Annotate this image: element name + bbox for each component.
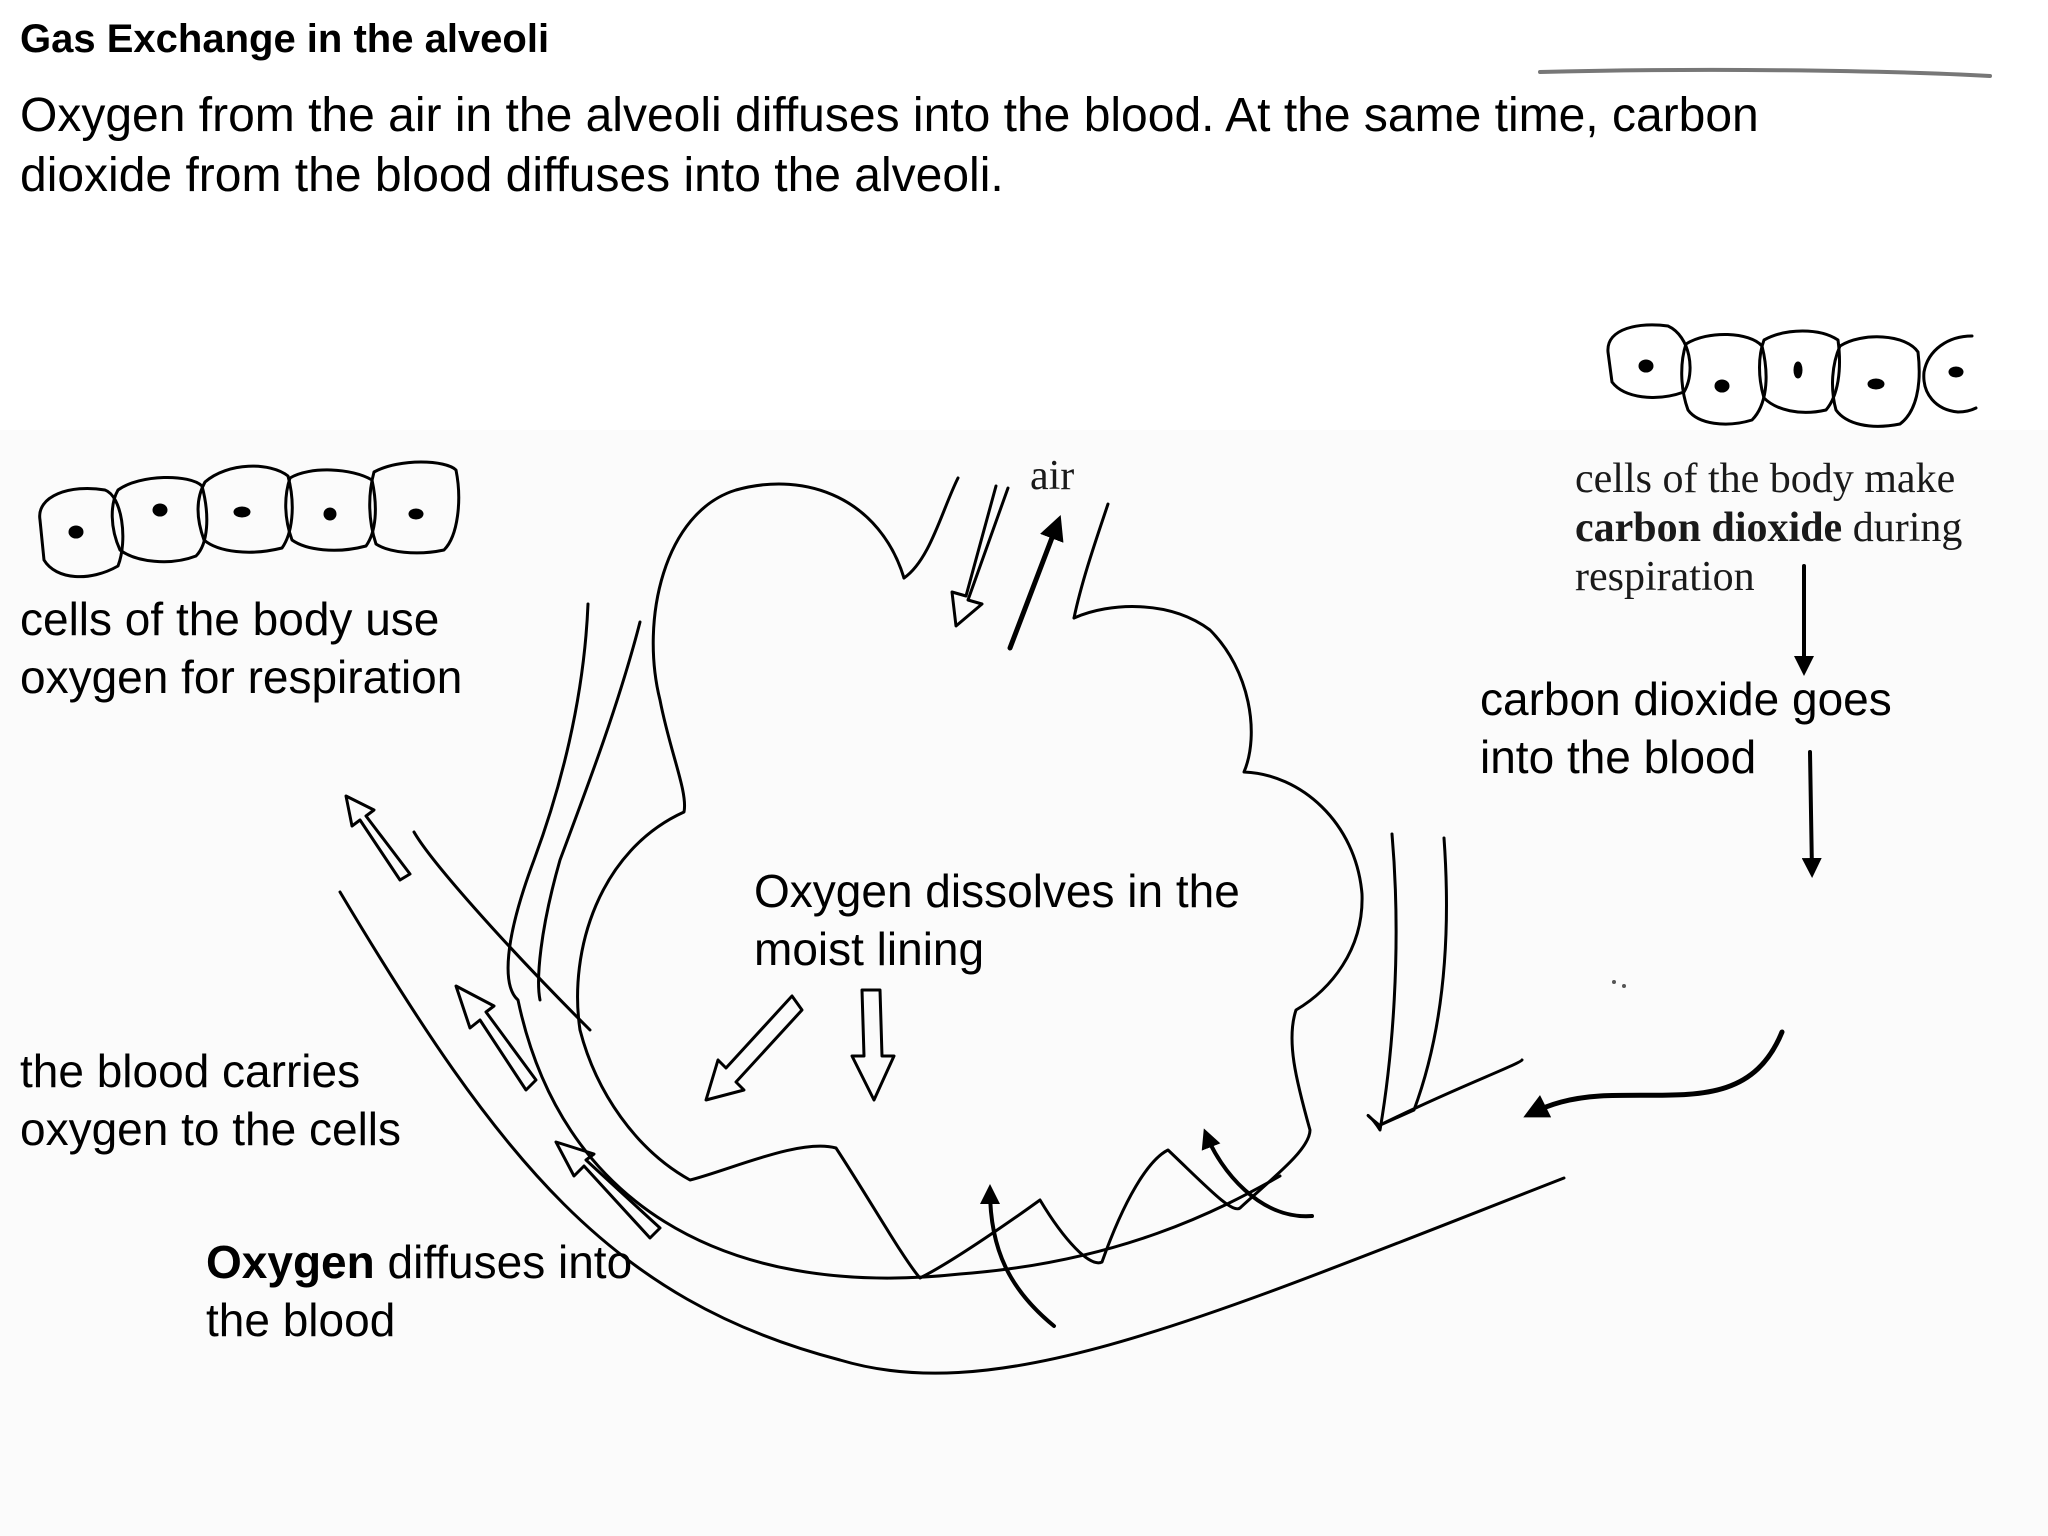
label-co2-into-blood: carbon dioxide goes into the blood [1480, 670, 1892, 787]
label-rest: diffuses into [374, 1236, 633, 1288]
hollow-arrow [454, 984, 538, 1092]
label-oxygen-dissolves: Oxygen dissolves in the moist lining [754, 862, 1240, 979]
hollow-arrow [704, 994, 804, 1102]
air-arrows [950, 484, 1064, 651]
label-line: respiration [1575, 554, 1755, 601]
label-blood-carries-oxygen: the blood carries oxygen to the cells [20, 1042, 401, 1159]
cell-nucleus [408, 508, 424, 520]
body-cell [368, 460, 461, 555]
body-cell [1680, 333, 1768, 426]
cell-nucleus [1867, 378, 1885, 390]
intro-line: dioxide from the blood diffuses into the… [20, 149, 1004, 202]
body-cells-right [1606, 323, 1978, 428]
blood-hollow-arrows [344, 794, 662, 1240]
label-line: moist lining [754, 923, 985, 976]
label-line: cells of the body make [1575, 456, 1956, 502]
label-cells-make-co2: cells of the body make carbon dioxide du… [1575, 455, 1962, 602]
label-line: oxygen for respiration [20, 651, 463, 704]
cell-nucleus [1948, 366, 1964, 378]
label-bold: carbon dioxide [1575, 505, 1843, 552]
body-cell [196, 464, 294, 554]
hollow-arrow [554, 1140, 662, 1240]
body-cell [284, 468, 377, 552]
co2-curved-arrows [980, 1029, 1785, 1328]
label-oxygen-diffuses: Oxygen diffuses into the blood [206, 1233, 632, 1350]
label-line: into the blood [1480, 731, 1757, 784]
label-line: the blood carries [20, 1045, 361, 1097]
cell-nucleus [1638, 359, 1654, 373]
label-cells-use-oxygen: cells of the body use oxygen for respira… [20, 590, 462, 707]
airway-wall-right [1072, 502, 1110, 620]
capillary-inner-wall [506, 602, 1282, 1280]
label-air: air [1030, 453, 1075, 499]
co2-down-arrows [1794, 564, 1822, 878]
down-arrow [1801, 750, 1822, 878]
hollow-arrow [344, 794, 412, 882]
cell-nucleus [1714, 379, 1730, 393]
co2-arrow [1201, 1128, 1314, 1219]
oxygen-dissolve-arrows [704, 988, 896, 1102]
cell-nucleus [233, 506, 251, 518]
capillary-left-wall [537, 620, 642, 1002]
body-cells-left [38, 460, 461, 579]
body-cell [110, 476, 209, 564]
label-line: Oxygen diffuses into [206, 1233, 632, 1291]
alveolus-outline [576, 482, 1364, 1280]
intro-line: Oxygen from the air in the alveoli diffu… [20, 89, 1759, 142]
capillary-right-wall [1366, 832, 1398, 1132]
label-bold: Oxygen [206, 1236, 375, 1288]
label-line: Oxygen dissolves in the [754, 865, 1240, 917]
cell-nucleus [152, 503, 168, 517]
body-cell [1922, 334, 1978, 414]
capillary-branch-upper [412, 830, 592, 1032]
body-cell [38, 487, 125, 579]
label-line: carbon dioxide during [1575, 504, 1962, 553]
co2-arrow [980, 1184, 1056, 1328]
intro-paragraph: Oxygen from the air in the alveoli diffu… [20, 86, 1920, 206]
label-line: oxygen to the cells [20, 1103, 402, 1156]
air-out-arrow [1007, 514, 1064, 651]
scan-mark [1538, 67, 1992, 78]
cell-nucleus [68, 525, 84, 539]
body-cell [1758, 329, 1841, 414]
hollow-arrow [850, 988, 896, 1102]
body-cell [1606, 323, 1692, 399]
airway-wall-left [902, 476, 960, 580]
co2-arrow [1523, 1029, 1785, 1118]
scan-speck [1612, 980, 1616, 984]
label-line: cells of the body use [20, 593, 440, 645]
capillary-outer-wall [338, 890, 1566, 1375]
label-line: the blood [206, 1294, 396, 1347]
air-in-arrow [950, 484, 1010, 628]
label-line: carbon dioxide goes [1480, 673, 1892, 725]
page-title: Gas Exchange in the alveoli [20, 17, 550, 61]
cell-nucleus [1793, 361, 1803, 379]
capillary-right-outer [1376, 836, 1524, 1128]
label-rest: during [1842, 505, 1963, 552]
body-cell [1831, 335, 1921, 428]
cell-nucleus [323, 507, 337, 521]
scan-speck [1622, 984, 1626, 988]
